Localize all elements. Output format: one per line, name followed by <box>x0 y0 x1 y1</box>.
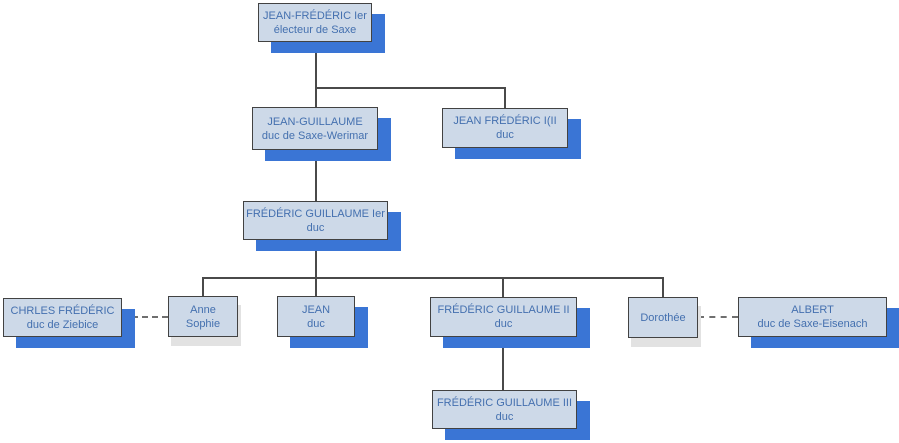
node-label: FRÉDÉRIC GUILLAUME III <box>436 396 573 409</box>
node-anne-sophie[interactable]: Anne Sophie <box>168 296 238 337</box>
node-label: JEAN-FRÉDÉRIC Ier <box>263 9 367 22</box>
connector-generation4-horizontal <box>202 277 664 279</box>
node-jean-guillaume[interactable]: JEAN-GUILLAUME duc de Saxe-Werimar <box>252 107 378 150</box>
connector-to-jean <box>315 278 317 296</box>
node-jean[interactable]: JEAN duc <box>277 296 355 337</box>
node-frederic-guillaume-ii[interactable]: FRÉDÉRIC GUILLAUME II duc <box>430 297 577 337</box>
node-label: Anne <box>190 303 216 316</box>
node-label: JEAN-GUILLAUME <box>267 115 363 128</box>
marriage-link-dorothee-albert <box>698 316 738 318</box>
node-frederic-guillaume-iii[interactable]: FRÉDÉRIC GUILLAUME III duc <box>432 390 577 429</box>
node-sublabel: duc <box>306 221 325 234</box>
node-sublabel: électeur de Saxe <box>273 23 357 36</box>
connector-fredericguillaumeii-to-iii <box>502 337 504 390</box>
node-label: FRÉDÉRIC GUILLAUME Ier <box>246 207 385 220</box>
node-label: Dorothée <box>640 311 686 324</box>
marriage-link-chrlesfrederic-annesophie <box>122 316 168 318</box>
connector-jeanguillaume-to-fredericguillaume1er <box>315 150 317 201</box>
node-jean-frederic-i-ii[interactable]: JEAN FRÉDÉRIC I(II duc <box>442 108 568 148</box>
node-label: JEAN <box>301 303 331 316</box>
node-label: ALBERT <box>791 304 834 316</box>
node-label: CHRLES FRÉDÉRIC <box>10 304 115 317</box>
node-sublabel: duc <box>495 410 514 423</box>
connector-to-jeanfrederic-i-ii <box>504 88 506 108</box>
node-sublabel: duc <box>494 318 513 330</box>
node-sublabel: Sophie <box>185 317 221 330</box>
node-label: FRÉDÉRIC GUILLAUME II <box>437 304 570 316</box>
connector-to-fredericguillaumeii <box>502 278 504 297</box>
node-dorothee[interactable]: Dorothée <box>628 297 698 338</box>
node-sublabel: duc <box>307 317 325 330</box>
node-jean-frederic-1er[interactable]: JEAN-FRÉDÉRIC Ier électeur de Saxe <box>258 3 372 42</box>
node-frederic-guillaume-1er[interactable]: FRÉDÉRIC GUILLAUME Ier duc <box>243 201 388 240</box>
connector-generation2-horizontal <box>315 87 506 89</box>
connector-to-annesophie <box>202 278 204 296</box>
node-sublabel: duc de Ziebice <box>26 318 99 331</box>
node-albert[interactable]: ALBERT duc de Saxe-Eisenach <box>738 297 887 337</box>
connector-to-dorothee <box>662 278 664 297</box>
connector-fredericguillaume1er-down <box>315 240 317 278</box>
node-sublabel: duc de Saxe-Eisenach <box>757 318 868 330</box>
node-label: JEAN FRÉDÉRIC I(II <box>453 115 557 127</box>
node-sublabel: duc de Saxe-Werimar <box>261 129 369 142</box>
node-sublabel: duc <box>496 129 514 141</box>
connector-jeanfrederic1er-down <box>315 42 317 107</box>
node-chrles-frederic[interactable]: CHRLES FRÉDÉRIC duc de Ziebice <box>3 298 122 337</box>
